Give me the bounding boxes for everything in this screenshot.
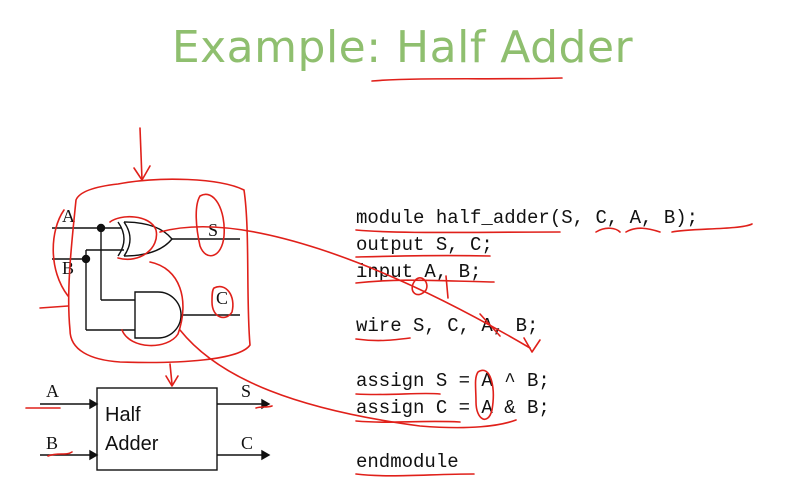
circuit-label-a: A — [62, 206, 75, 226]
code-line-endmodule: endmodule — [356, 451, 459, 473]
code-line-module: module half_adder(S, C, A, B); — [356, 207, 699, 229]
code-line-assign-c: assign C = A & B; — [356, 397, 550, 419]
block-output-c: C — [241, 433, 253, 453]
code-line-output: output S, C; — [356, 234, 493, 256]
half-adder-block — [40, 387, 271, 471]
block-label-adder: Adder — [105, 433, 159, 455]
block-input-a: A — [46, 381, 59, 401]
circuit-label-c: C — [216, 288, 228, 308]
gate-circuit — [52, 223, 135, 331]
block-input-b: B — [46, 433, 58, 453]
block-label-half: Half — [105, 404, 141, 426]
ink-annotations — [25, 77, 753, 477]
circuit-label-b: B — [62, 258, 74, 278]
code-line-assign-s: assign S = A ^ B; — [356, 370, 550, 392]
xor-gate — [117, 221, 240, 257]
circuit-label-s: S — [208, 220, 218, 240]
slide-title: Example: Half Adder — [171, 22, 634, 73]
block-output-s: S — [241, 381, 251, 401]
